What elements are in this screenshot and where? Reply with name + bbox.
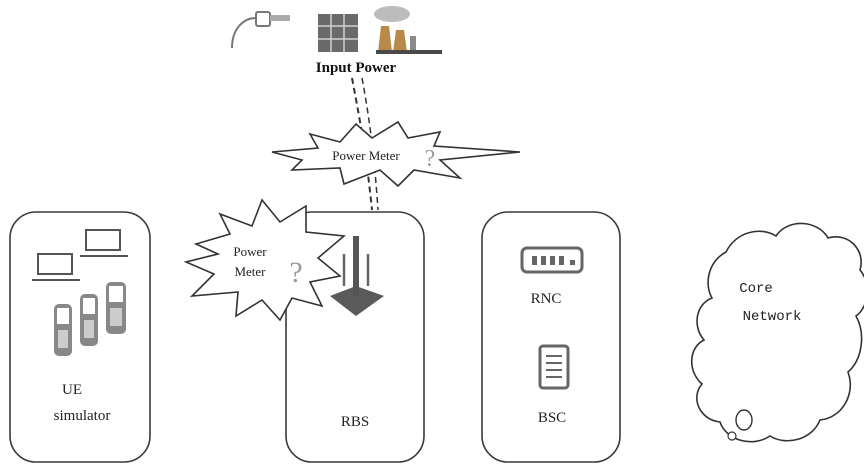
core-network-label-line2: Network (743, 309, 802, 325)
rnc-label: RNC (531, 291, 562, 307)
rbs-label: RBS (341, 414, 369, 430)
rbs-box (285, 211, 425, 463)
core-network-cloud (690, 222, 864, 443)
power-meter-top-question-icon: ? (425, 146, 436, 172)
input-power-label: Input Power (316, 60, 397, 76)
power-plant-icon (374, 6, 442, 54)
power-meter-side-burst (183, 198, 346, 322)
power-meter-side-question-icon: ? (289, 256, 302, 289)
power-cable (351, 77, 379, 211)
mobile-phone-icon-2 (80, 294, 98, 346)
power-meter-side-line1: Power (233, 244, 267, 259)
bsc-server-icon (538, 344, 570, 390)
bsc-label: BSC (538, 410, 566, 426)
solar-panel-icon (318, 14, 358, 52)
controller-box (481, 211, 621, 463)
ue-label-line2: simulator (54, 408, 111, 424)
antenna-icon (330, 236, 384, 316)
rnc-rack-icon (520, 246, 584, 274)
power-meter-top-burst (271, 120, 521, 188)
laptop-icon-right (80, 229, 128, 257)
power-meter-top-label: Power Meter (332, 148, 400, 163)
core-network-label-line1: Core (739, 281, 773, 297)
mobile-phone-icon-1 (54, 304, 72, 356)
fuel-nozzle-icon (231, 11, 290, 49)
power-meter-side-line2: Meter (234, 264, 266, 279)
ue-simulator-box (9, 211, 151, 463)
ue-label-line1: UE (62, 382, 82, 398)
mobile-phone-icon-3 (106, 282, 126, 334)
laptop-icon-left (32, 253, 80, 281)
